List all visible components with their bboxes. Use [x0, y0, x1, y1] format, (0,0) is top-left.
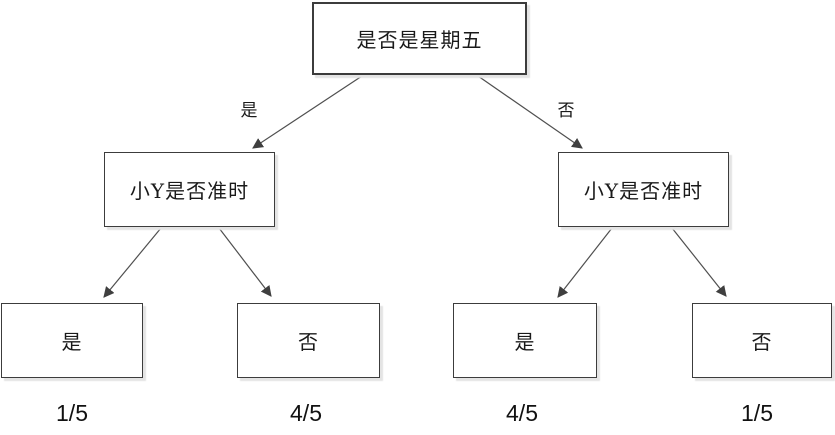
root-node-is-friday: 是否是星期五: [312, 2, 527, 75]
probability-value-4: 1/5: [741, 400, 773, 426]
leaf-node-label: 是: [61, 330, 83, 354]
edge-left-no-arrow: [218, 227, 272, 297]
leaf-node-yes-2: 是: [453, 303, 597, 378]
leaf-node-no-2: 否: [692, 303, 832, 378]
node-right-label: 小Y是否准时: [583, 179, 704, 203]
leaf-node-yes-1: 是: [1, 303, 143, 378]
edge-label-yes: 是: [240, 101, 258, 121]
node-right-is-y-on-time: 小Y是否准时: [558, 152, 729, 227]
probability-value-2: 4/5: [290, 400, 322, 426]
edge-root-yes-arrow: [252, 75, 363, 149]
leaf-node-no-1: 否: [237, 303, 380, 378]
edge-right-no-arrow: [671, 227, 727, 297]
leaf-node-label: 否: [751, 330, 773, 354]
node-left-is-y-on-time: 小Y是否准时: [104, 152, 275, 227]
edge-right-yes-arrow: [557, 227, 613, 298]
probability-value-3: 4/5: [506, 400, 538, 426]
probability-value-1: 1/5: [56, 400, 88, 426]
edge-left-yes-arrow: [103, 227, 162, 298]
root-node-label: 是否是星期五: [356, 28, 483, 52]
edge-root-no-arrow: [477, 75, 583, 149]
edge-label-no: 否: [557, 101, 575, 121]
leaf-node-label: 是: [514, 330, 536, 354]
leaf-node-label: 否: [298, 330, 319, 354]
node-left-label: 小Y是否准时: [129, 179, 250, 203]
